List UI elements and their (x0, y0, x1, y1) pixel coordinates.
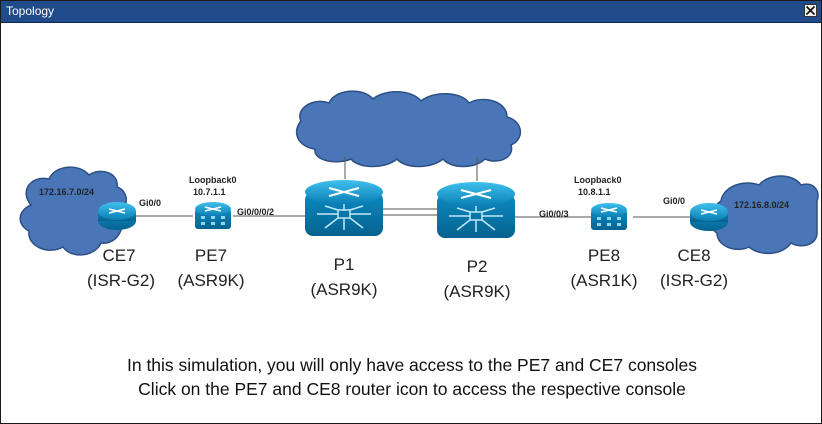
pe7-model: (ASR9K) (177, 271, 245, 290)
topology-canvas: 172.16.7.0/24 172.16.8.0/24 Gi0/0 Gi0/0/… (1, 23, 821, 423)
pe8-model: (ASR1K) (570, 271, 638, 290)
router-icon-pe8[interactable] (589, 202, 629, 234)
pe8-interface-label: Gi0/0/3 (539, 209, 569, 219)
right-network-cloud (709, 175, 819, 255)
close-icon[interactable] (804, 4, 817, 17)
ce8-interface-label: Gi0/0 (663, 196, 686, 206)
pe7-loopback-label: Loopback0 (189, 175, 237, 185)
pe7-interface-label: Gi0/0/0/2 (237, 207, 275, 217)
ce7-model: (ISR-G2) (87, 271, 155, 290)
pe7-name: PE7 (194, 246, 228, 265)
router-icon-p2[interactable] (435, 180, 517, 246)
router-icon-ce7[interactable] (97, 201, 137, 231)
router-icon-pe7[interactable] (193, 201, 233, 233)
p1-name: P1 (333, 255, 355, 274)
pe8-loopback-ip: 10.8.1.1 (578, 187, 611, 197)
ce7-interface-label: Gi0/0 (139, 198, 162, 208)
topology-diagram (19, 90, 819, 256)
window-title: Topology (6, 4, 55, 18)
ce8-name: CE8 (677, 246, 711, 265)
instruction-line-2: Click on the PE7 and CE8 router icon to … (138, 379, 686, 399)
p2-model: (ASR9K) (443, 282, 511, 301)
left-network-label: 172.16.7.0/24 (39, 187, 95, 197)
pe8-name: PE8 (587, 246, 621, 265)
provider-core-cloud (295, 90, 521, 168)
router-icon-p1[interactable] (303, 178, 385, 244)
ce7-name: CE7 (102, 246, 136, 265)
title-bar: Topology (1, 1, 821, 23)
right-network-label: 172.16.8.0/24 (734, 200, 790, 210)
p1-model: (ASR9K) (310, 280, 378, 299)
instruction-line-1: In this simulation, you will only have a… (126, 355, 698, 375)
ce8-model: (ISR-G2) (660, 271, 728, 290)
pe8-loopback-label: Loopback0 (574, 175, 622, 185)
p2-name: P2 (466, 257, 488, 276)
router-icon-ce8[interactable] (689, 202, 729, 232)
pe7-loopback-ip: 10.7.1.1 (193, 187, 226, 197)
